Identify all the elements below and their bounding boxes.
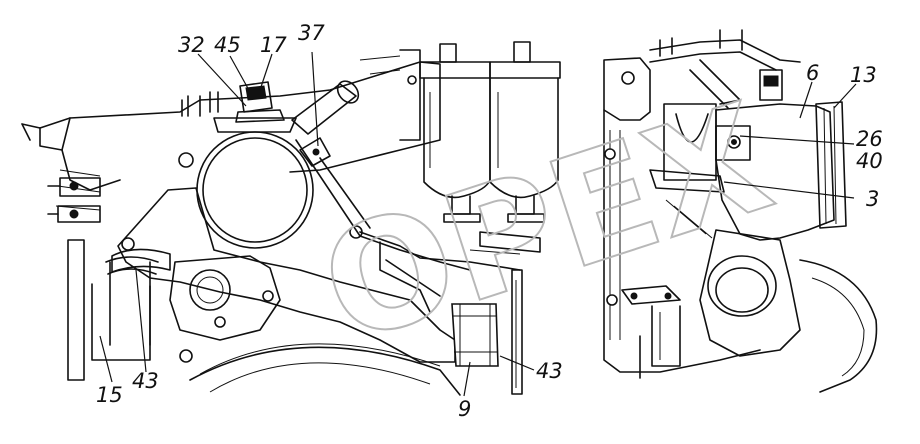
bolt-hole-icon: [121, 237, 135, 251]
label-6: 6: [806, 61, 819, 85]
pipe-15: [67, 239, 85, 381]
label-43-right: 43: [536, 359, 563, 383]
pipe-37: [291, 83, 357, 135]
label-3: 3: [866, 187, 879, 211]
label-26: 26: [856, 127, 883, 151]
label-15: 15: [96, 383, 123, 407]
watermark: OPEX: [303, 71, 790, 377]
label-9: 9: [458, 397, 471, 421]
intake-manifold: [39, 61, 441, 173]
leader-lines: [99, 51, 857, 397]
turbo-ring: [196, 131, 314, 249]
sleeve-9: [451, 303, 499, 367]
label-32: 32: [178, 33, 205, 57]
label-17: 17: [260, 33, 287, 57]
label-13: 13: [850, 63, 877, 87]
flange-13: [815, 101, 847, 229]
label-37: 37: [298, 21, 325, 45]
callout-labels: 32 45 17 37 6 13 26 40 3 15 43 9 43: [96, 21, 883, 421]
fuel-filter-right: [489, 41, 561, 223]
elbow-pipe-6: [715, 103, 835, 241]
label-40: 40: [856, 149, 883, 173]
right-assembly: [603, 29, 878, 393]
label-45: 45: [214, 33, 241, 57]
left-assembly: [21, 41, 561, 396]
label-43-left: 43: [132, 369, 159, 393]
